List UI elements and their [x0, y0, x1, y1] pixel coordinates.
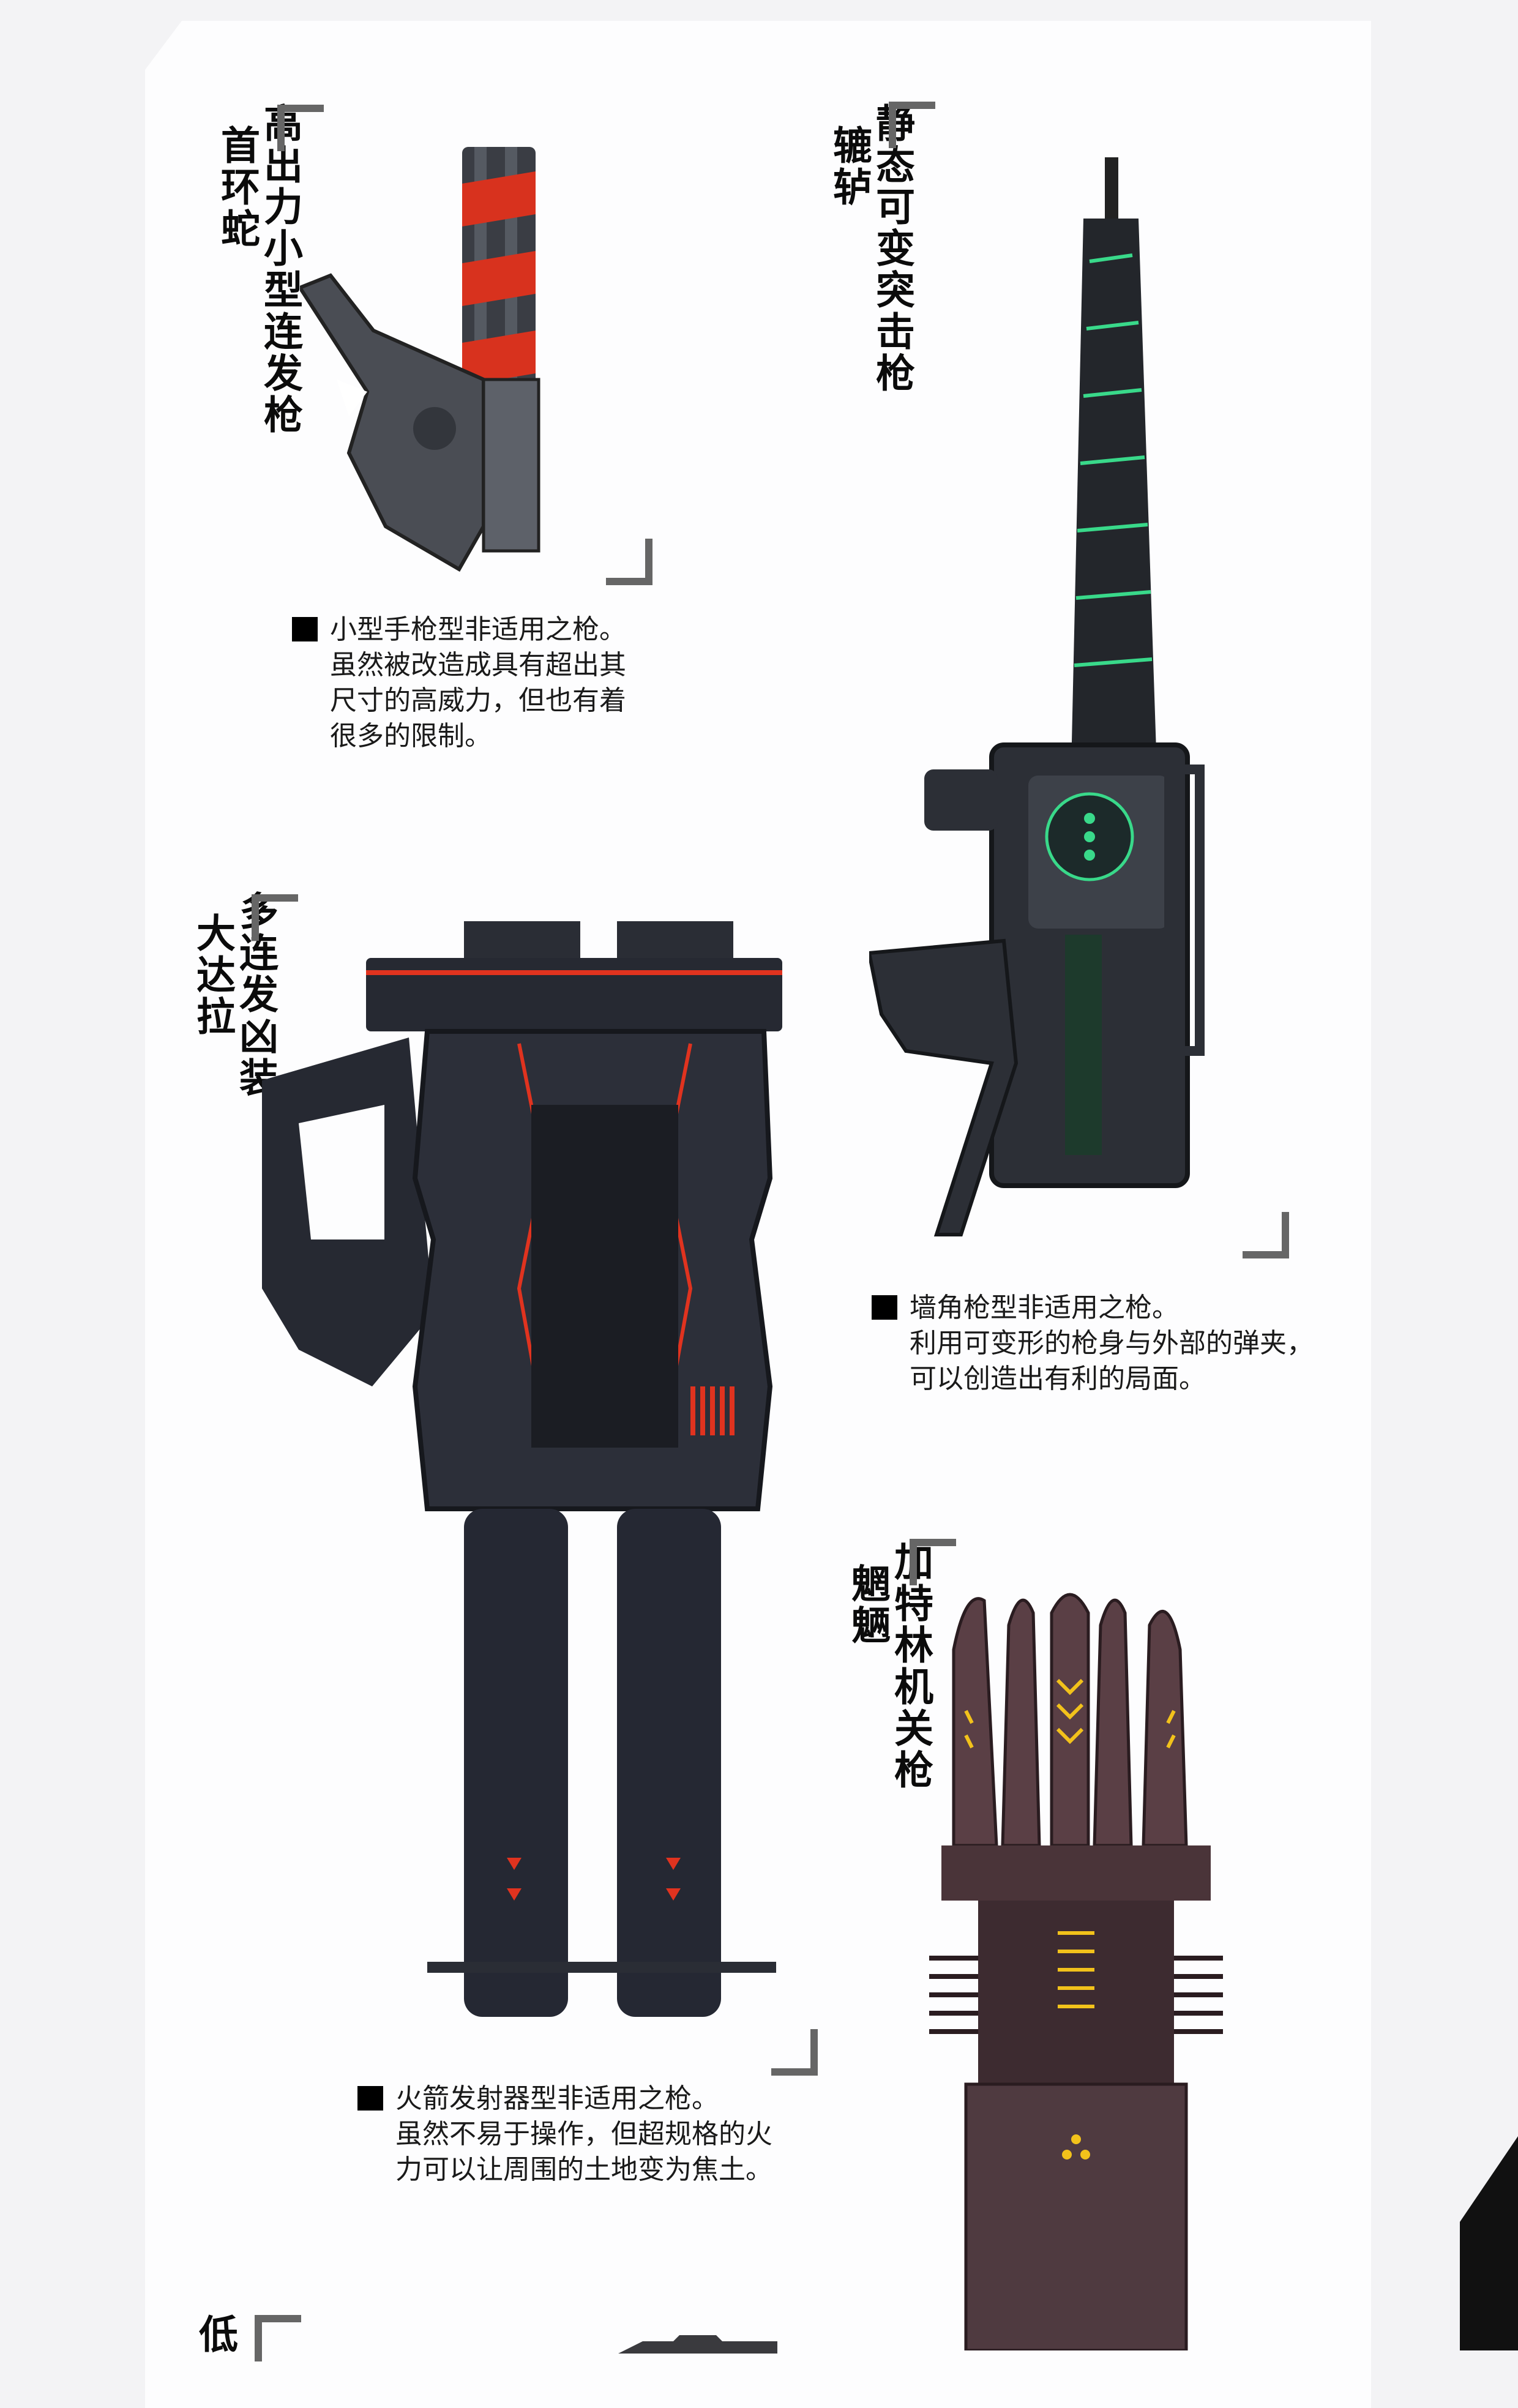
bracket-top-left	[277, 105, 324, 151]
twin-rocket-launcher-illustration	[262, 921, 782, 2017]
gatling-gun-illustration	[929, 1593, 1223, 2350]
description-line: 尺寸的高威力，但也有着	[330, 685, 626, 716]
weapon-codename: 大达拉	[190, 913, 235, 1038]
weapon-codename: 辘轳	[826, 125, 872, 208]
description-line: 可以创造出有利的局面。	[910, 1363, 1206, 1394]
bracket-bottom-right	[606, 539, 652, 585]
description-line: 虽然被改造成具有超出其	[330, 649, 626, 681]
bullet-square-icon	[292, 617, 318, 641]
bracket-top-left	[252, 894, 298, 941]
weapon-title-4: 加特林机关枪魍魉	[845, 1541, 933, 1791]
description-line: 小型手枪型非适用之枪。	[330, 614, 626, 645]
weapon-name: 低	[192, 2314, 237, 2355]
description-line: 利用可变形的枪身与外部的弹夹，	[910, 1328, 1314, 1359]
description-line: 火箭发射器型非适用之枪。	[395, 2083, 719, 2114]
weapon-codename: 魍魉	[845, 1563, 890, 1647]
bullet-square-icon	[872, 1295, 897, 1320]
description-line: 虽然不易于操作，但超规格的火	[395, 2118, 772, 2150]
weapon-title-1: 高出力小型连发枪首环蛇	[214, 103, 302, 436]
bracket-top-left	[889, 102, 935, 148]
description-line: 墙角枪型非适用之枪。	[910, 1292, 1179, 1323]
weapon-name: 高出力小型连发枪	[257, 103, 302, 436]
weapon-title-5: 低	[192, 2314, 237, 2355]
bracket-top-left	[910, 1539, 956, 1585]
description-line: 力可以让周围的土地变为焦土。	[395, 2154, 772, 2185]
bullet-square-icon	[357, 2086, 383, 2111]
page-corner-decoration	[1460, 2136, 1518, 2350]
weapon-description-1: 小型手枪型非适用之枪。 虽然被改造成具有超出其 尺寸的高威力，但也有着 很多的限…	[292, 612, 626, 754]
weapon-description-2: 墙角枪型非适用之枪。 利用可变形的枪身与外部的弹夹， 可以创造出有利的局面。	[872, 1290, 1314, 1397]
partial-weapon-illustration	[618, 2335, 777, 2354]
compact-pistol-illustration	[300, 147, 540, 572]
description-line: 很多的限制。	[330, 720, 492, 752]
weapon-title-3: 多连发凶装大达拉	[190, 891, 278, 1099]
weapon-codename: 首环蛇	[214, 125, 260, 250]
weapon-name: 静态可变突击枪	[869, 103, 914, 394]
bracket-bottom-right	[771, 2029, 818, 2076]
weapon-description-3: 火箭发射器型非适用之枪。 虽然不易于操作，但超规格的火 力可以让周围的土地变为焦…	[357, 2081, 772, 2188]
drill-assault-rifle-illustration	[869, 157, 1205, 1236]
weapon-title-2: 静态可变突击枪辘轳	[826, 103, 914, 394]
bracket-top-left	[255, 2315, 301, 2361]
bracket-bottom-right	[1243, 1212, 1289, 1258]
